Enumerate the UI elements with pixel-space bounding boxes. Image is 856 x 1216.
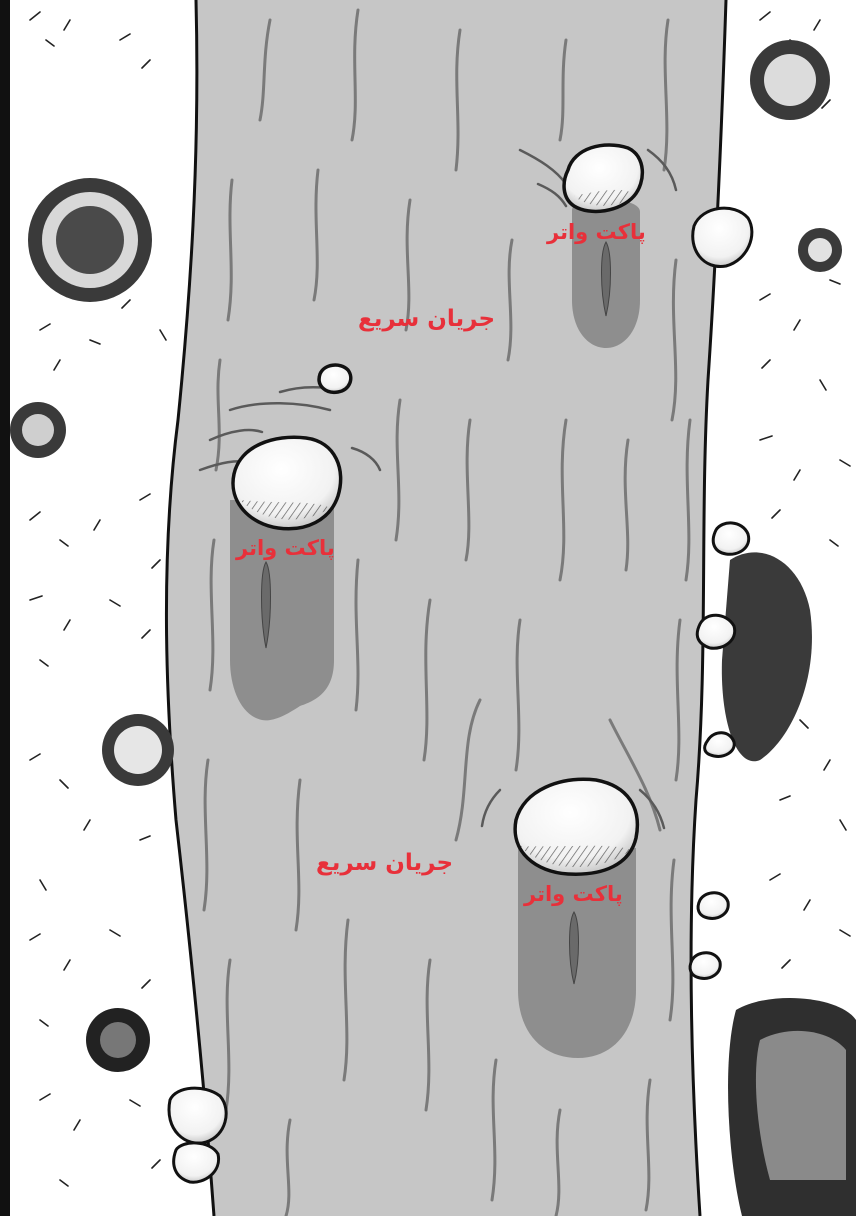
label-pocket-water-upper-right: پاکت واتر [547, 222, 646, 243]
label-fast-current-upper: جریان سریع [358, 308, 495, 331]
label-pocket-water-lower-right: پاکت واتر [524, 884, 623, 905]
left-border [0, 0, 10, 1216]
pocket-water-zone-2 [230, 500, 334, 720]
rock-pebble [319, 365, 351, 392]
label-pocket-water-middle-left: پاکت واتر [236, 538, 335, 559]
dense-shrub-right [722, 552, 812, 761]
label-fast-current-lower: جریان سریع [316, 852, 453, 875]
